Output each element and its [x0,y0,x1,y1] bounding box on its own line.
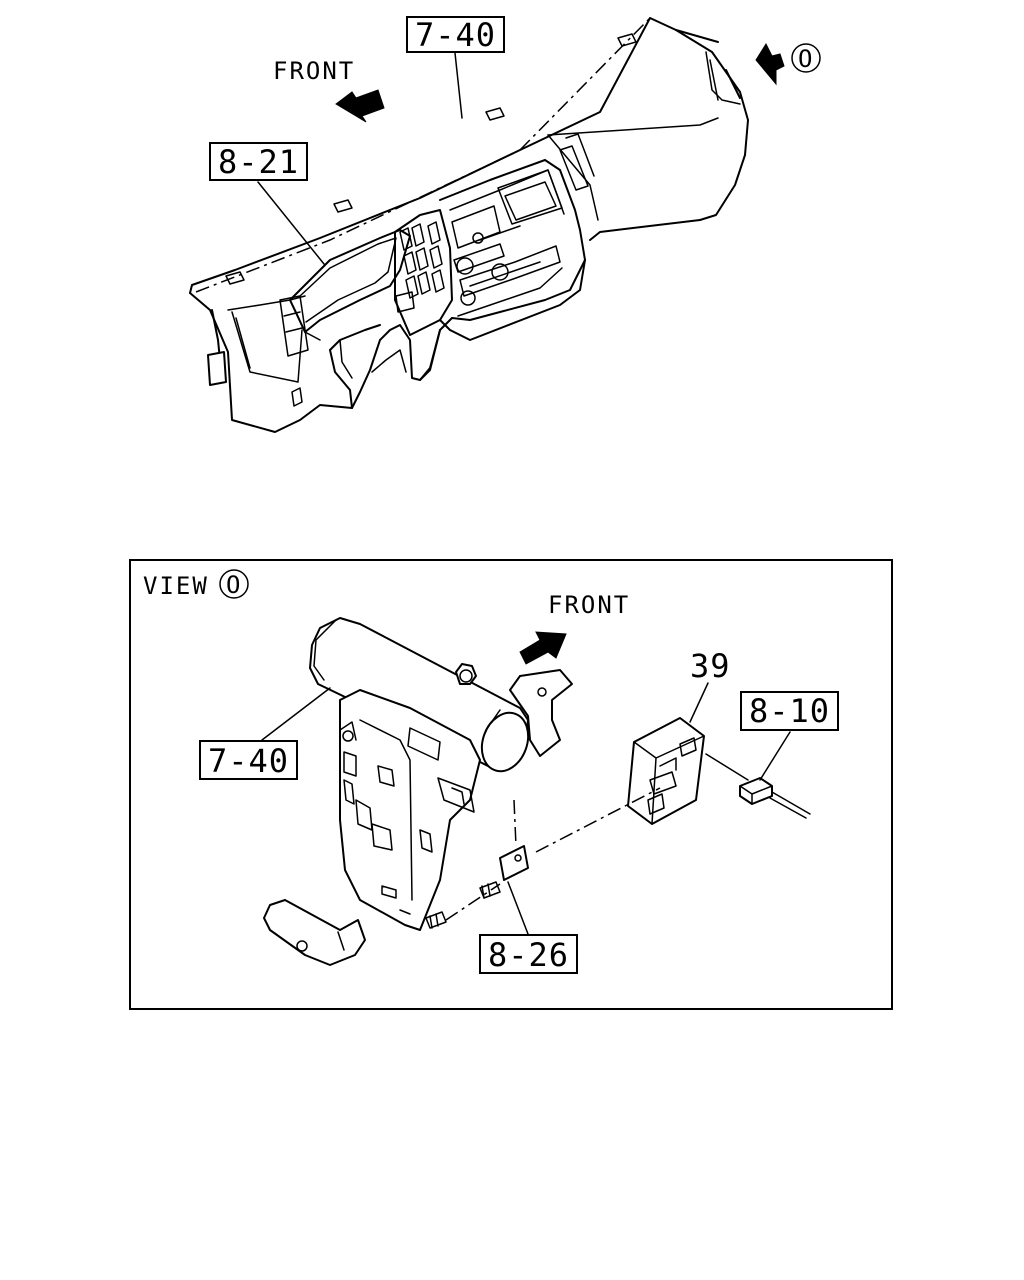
dashboard-drawing [189,17,749,433]
callout-bracket: 8-26 [488,936,569,974]
detail-view-marker: O [226,571,242,599]
callout-connector: 8-10 [749,692,830,730]
detail-front-label: FRONT [548,591,630,619]
detail-view-title: VIEW [143,572,209,600]
detail-front-arrow-icon [519,631,567,665]
top-view-marker: O [798,45,814,73]
callout-box-connector [740,691,839,731]
top-view-marker-circle [791,43,821,73]
callout-box-dashboard [406,16,505,53]
callout-box-meter-cluster [209,142,308,181]
relay-drawing [627,717,705,825]
top-front-label: FRONT [273,57,355,85]
callout-box-cross-beam [199,740,298,780]
front-arrow-icon [335,89,385,123]
detail-view-marker-circle [219,569,249,599]
relay-install-line [535,787,661,853]
callout-relay: 39 [690,647,731,685]
bracket-assembly-drawing [263,617,573,966]
callout-box-bracket [479,934,578,974]
callout-cross-beam: 7-40 [208,742,289,780]
callout-meter-cluster: 8-21 [218,143,299,181]
detail-view-frame [129,559,893,1010]
callout-dashboard: 7-40 [415,16,496,54]
view-direction-arrow-icon [755,42,785,86]
connector-drawing [739,777,811,819]
